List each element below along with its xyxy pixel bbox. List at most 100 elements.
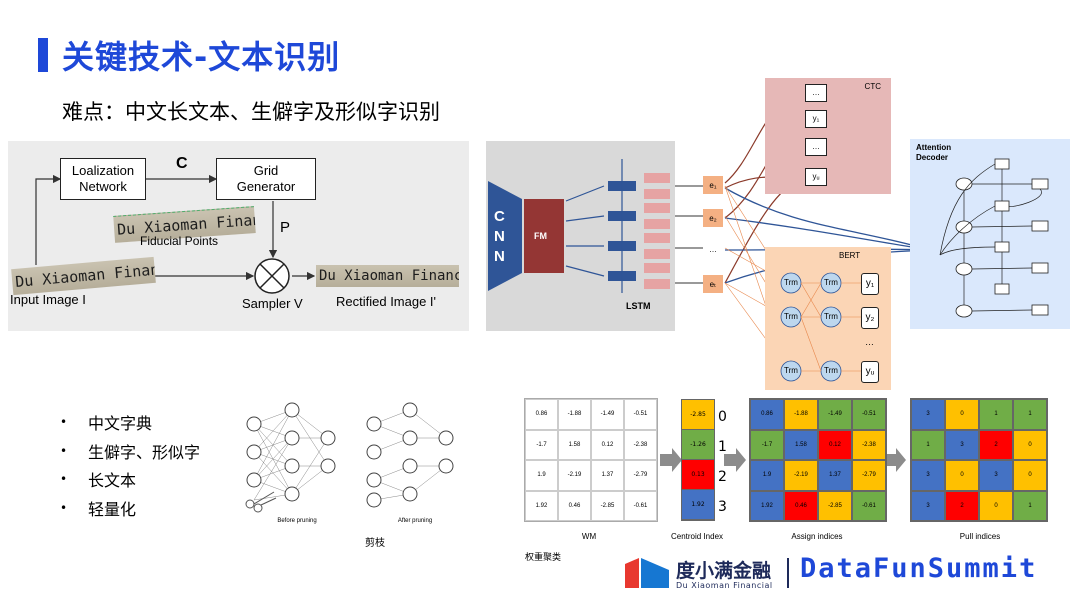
- after-pruning-label: After pruning: [397, 518, 433, 524]
- p-label: P: [280, 219, 291, 236]
- pull-cell: 1: [911, 429, 945, 460]
- centroid-index-label: 3: [718, 499, 727, 515]
- c-label: C: [176, 155, 188, 172]
- rectified-image-label: Rectified Image I': [336, 294, 437, 309]
- assign-cell: 0.46: [784, 490, 818, 521]
- wm-cell: -0.51: [624, 399, 657, 430]
- bert-trm-2: Trm: [824, 278, 838, 287]
- wm-cell: 1.92: [525, 490, 558, 521]
- bert-out-2: y₂: [861, 307, 879, 329]
- assign-cell: 1.92: [750, 490, 784, 521]
- centroid-cell: -2.85: [682, 400, 714, 430]
- fiducial-points-label: Fiducial Points: [140, 234, 219, 248]
- assign-cell: -1.7: [750, 429, 784, 460]
- assign-cell: -2.19: [784, 460, 818, 491]
- encoder-graphic: [488, 159, 670, 293]
- assign-caption: Assign indices: [791, 532, 843, 541]
- pull-cell: 1: [1013, 399, 1047, 430]
- wm-cell: 0.86: [525, 399, 558, 430]
- bert-trm-4: Trm: [824, 312, 838, 321]
- bert-trm-3: Trm: [784, 312, 798, 321]
- pull-cell: 3: [945, 429, 979, 460]
- assign-cell: -0.61: [852, 490, 886, 521]
- encoder-panel: CNN FM LSTM: [486, 141, 675, 331]
- sampler-label: Sampler V: [242, 296, 303, 311]
- embedding-et: eₜ: [703, 275, 723, 293]
- wm-cell: -2.38: [624, 429, 657, 460]
- assign-cell: 0.12: [818, 429, 852, 460]
- stn-panel: Loalization Network Grid Generator C P D…: [8, 141, 469, 331]
- cnn-label: CNN: [494, 208, 505, 265]
- wm-cell: -2.79: [624, 460, 657, 491]
- localization-network-box: Loalization Network: [60, 158, 146, 200]
- pull-cell: 2: [945, 490, 979, 521]
- stn-connectors: [35, 174, 316, 294]
- bert-label: BERT: [839, 251, 861, 260]
- pull-cell: 3: [911, 490, 945, 521]
- lstm-label: LSTM: [626, 301, 651, 311]
- assign-cell: 1.9: [750, 460, 784, 491]
- wm-cell: 1.58: [558, 429, 591, 460]
- bert-out-dots: …: [865, 337, 874, 347]
- centroid-index-label: 0: [718, 409, 727, 425]
- input-image-label: Input Image I: [10, 292, 86, 307]
- bert-trm-1: Trm: [784, 278, 798, 287]
- ctc-label: CTC: [864, 82, 881, 91]
- assign-cell: -2.85: [818, 490, 852, 521]
- fm-label: FM: [534, 231, 547, 241]
- centroid-caption: Centroid Index: [670, 532, 724, 541]
- pull-caption: Pull indices: [959, 532, 1001, 541]
- pull-cell: 2: [979, 429, 1013, 460]
- assign-cell: -1.49: [818, 399, 852, 430]
- pull-cell: 0: [945, 399, 979, 430]
- assign-cell: 1.37: [818, 460, 852, 491]
- bullet-item: •生僻字、形似字: [60, 442, 201, 462]
- assign-cell: -2.79: [852, 460, 886, 491]
- pull-cell: 0: [1013, 460, 1047, 491]
- grid-generator-box: Grid Generator: [216, 158, 316, 200]
- pull-cell: 0: [945, 460, 979, 491]
- pull-cell: 1: [979, 399, 1013, 430]
- stage-arrows: [660, 448, 906, 472]
- page-subtitle: 难点：中文长文本、生僻字及形似字识别: [62, 100, 440, 124]
- ctc-cell-2: y₁: [805, 110, 827, 128]
- pull-cell: 3: [911, 460, 945, 491]
- before-pruning-label: Before pruning: [277, 518, 317, 524]
- bert-out-u: yᵤ: [861, 361, 879, 383]
- duxiaoman-logo: [625, 556, 669, 588]
- wm-cell: -0.61: [624, 490, 657, 521]
- wm-cell: 1.37: [591, 460, 624, 491]
- assign-cell: -0.51: [852, 399, 886, 430]
- wm-cell: 0.46: [558, 490, 591, 521]
- assign-cell: -2.38: [852, 429, 886, 460]
- pull-cell: 3: [979, 460, 1013, 491]
- brand-cn: 度小满金融: [676, 560, 772, 582]
- pull-cell: 0: [1013, 429, 1047, 460]
- title-accent-bar: [38, 38, 48, 72]
- pruning-diagram: [245, 402, 454, 513]
- pull-cell: 0: [979, 490, 1013, 521]
- assign-cell: 0.86: [750, 399, 784, 430]
- rectified-image: Du Xiaoman Financial: [316, 265, 459, 287]
- ctc-cell-1: …: [805, 84, 827, 102]
- wm-cell: 1.9: [525, 460, 558, 491]
- bullet-item: •轻量化: [60, 499, 137, 519]
- cluster-caption: 权重聚类: [524, 552, 561, 562]
- wm-cell: -2.19: [558, 460, 591, 491]
- centroid-cell: 1.92: [682, 490, 714, 520]
- pruning-caption: 剪枝: [365, 538, 385, 549]
- embedding-dots: …: [709, 244, 717, 254]
- assign-cell: 1.58: [784, 429, 818, 460]
- bert-panel: BERT Trm Trm Trm Trm Trm Trm y₁ y₂ … yᵤ: [765, 247, 891, 390]
- wm-cell: -1.49: [591, 399, 624, 430]
- wm-cell: -1.88: [558, 399, 591, 430]
- ctc-cell-3: …: [805, 138, 827, 156]
- wm-cell: 0.12: [591, 429, 624, 460]
- bert-trm-5: Trm: [784, 366, 798, 375]
- wm-cell: -2.85: [591, 490, 624, 521]
- bullet-item: •中文字典: [60, 414, 153, 434]
- wm-cell: -1.7: [525, 429, 558, 460]
